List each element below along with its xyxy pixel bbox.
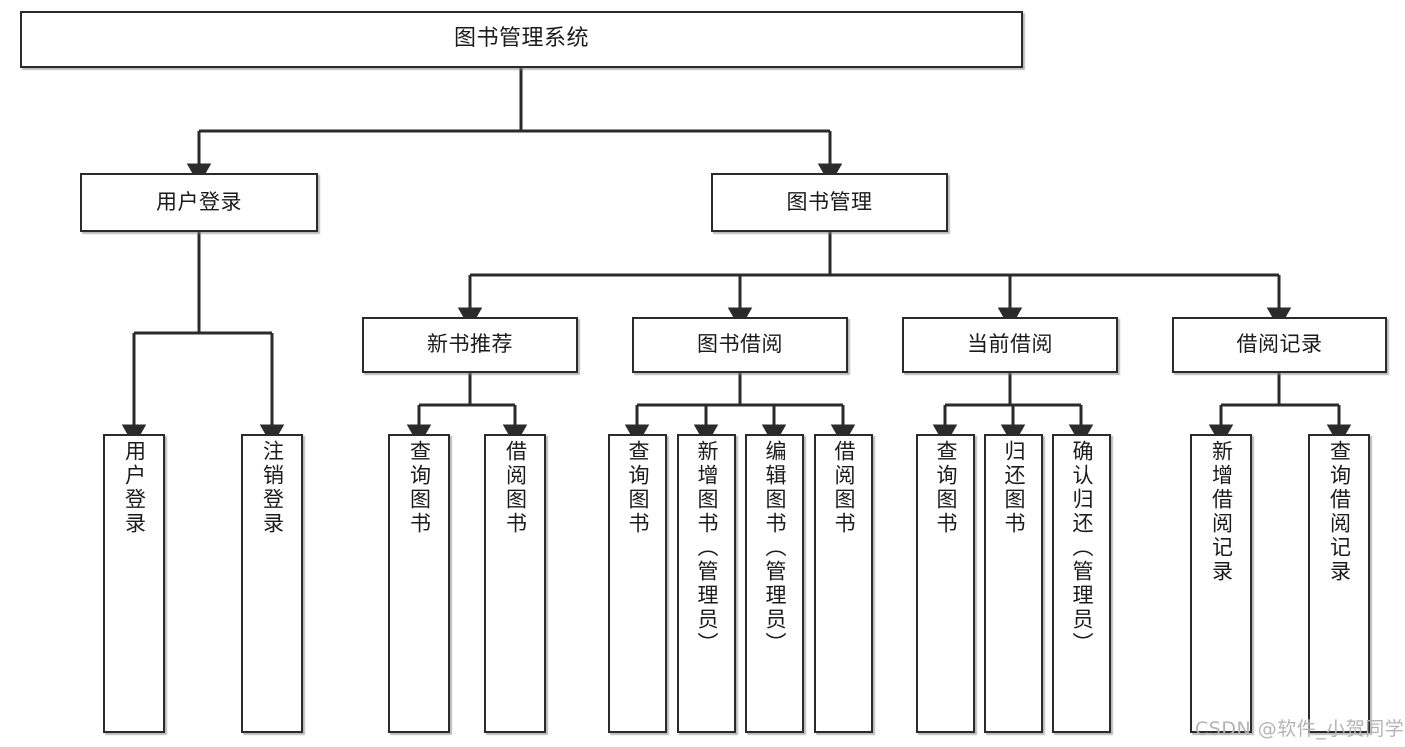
leaf-node[interactable]: 注销登录 [241,434,303,733]
node-borrow-record[interactable]: 借阅记录 [1172,317,1387,373]
node-new-book-recommend-label: 新书推荐 [427,332,513,357]
leaf-node-label: 查询借阅记录 [1327,440,1352,584]
leaf-node-label: 查询图书 [934,440,958,536]
leaf-node[interactable]: 查询图书 [916,434,975,733]
leaf-node[interactable]: 新增借阅记录 [1190,434,1252,733]
leaf-node-label: 查询图书 [626,440,650,536]
leaf-node-label: 新增借阅记录 [1209,440,1234,584]
node-root-label: 图书管理系统 [453,26,589,52]
leaf-node[interactable]: 新增图书（管理员） [677,434,736,733]
node-book-borrow[interactable]: 图书借阅 [632,317,848,373]
leaf-node[interactable]: 查询图书 [608,434,667,733]
leaf-node-label: 用户登录 [122,440,147,536]
leaf-node-label: 查询图书 [407,440,432,536]
leaf-node[interactable]: 编辑图书（管理员） [745,434,804,733]
node-current-borrow[interactable]: 当前借阅 [902,317,1118,373]
node-root[interactable]: 图书管理系统 [20,11,1023,68]
node-borrow-record-label: 借阅记录 [1236,332,1323,357]
node-book-borrow-label: 图书借阅 [697,332,783,357]
leaf-node-label: 注销登录 [260,440,285,536]
leaf-node[interactable]: 借阅图书 [814,434,873,733]
node-user-login[interactable]: 用户登录 [80,173,318,232]
leaf-node[interactable]: 查询图书 [388,434,450,733]
leaf-node[interactable]: 归还图书 [984,434,1043,733]
leaf-node-label: 新增图书（管理员） [695,440,719,656]
leaf-node[interactable]: 确认归还（管理员） [1052,434,1111,733]
watermark: CSDN @软件_小贺同学 [1195,718,1405,740]
leaf-node-label: 借阅图书 [832,440,856,536]
leaf-node[interactable]: 查询借阅记录 [1308,434,1370,733]
leaf-node-label: 编辑图书（管理员） [763,440,787,656]
leaf-node[interactable]: 用户登录 [103,434,165,733]
node-book-management[interactable]: 图书管理 [711,173,948,232]
leaf-node-label: 确认归还（管理员） [1070,440,1094,656]
node-current-borrow-label: 当前借阅 [967,332,1053,357]
node-user-login-label: 用户登录 [156,189,242,214]
node-new-book-recommend[interactable]: 新书推荐 [362,317,578,373]
leaf-node[interactable]: 借阅图书 [484,434,546,733]
leaf-node-label: 归还图书 [1002,440,1026,536]
leaf-node-label: 借阅图书 [503,440,528,536]
node-book-management-label: 图书管理 [786,189,873,214]
